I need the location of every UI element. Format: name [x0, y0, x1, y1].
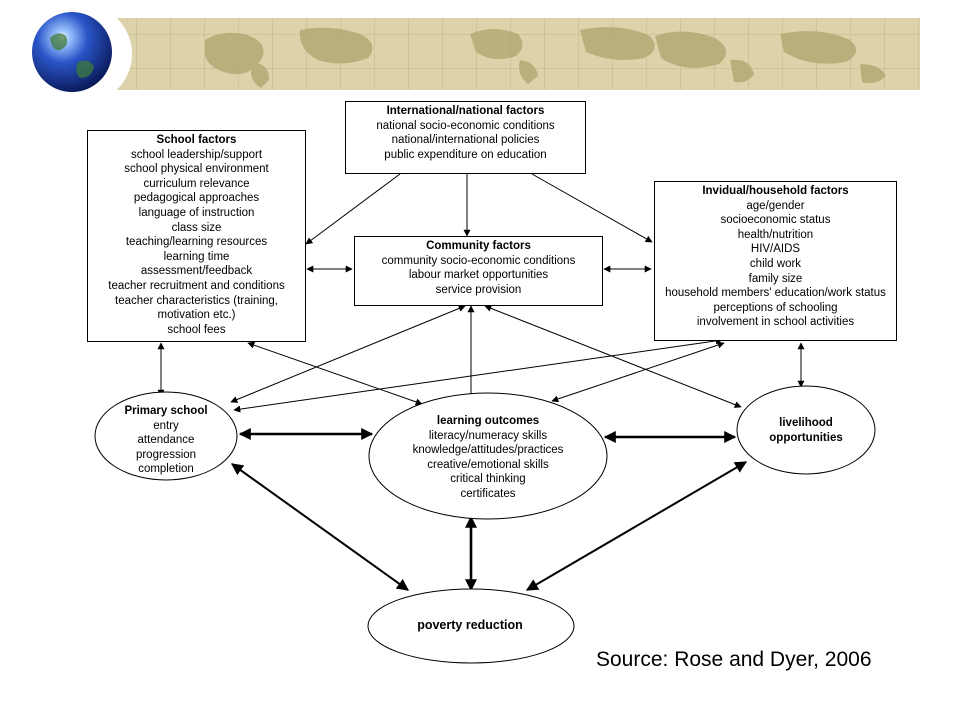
individual-factor-line: age/gender: [746, 199, 805, 212]
school-factor-line: learning time: [163, 250, 230, 263]
individual-factor-line: household members' education/work status: [665, 287, 886, 300]
primary-school-line: completion: [138, 463, 194, 476]
arrow-livelihood-poverty: [525, 461, 748, 591]
international-line: public expenditure on education: [384, 148, 547, 161]
school-factor-line: school leadership/support: [130, 148, 263, 161]
school-factor-line: teacher characteristics (training,: [115, 294, 278, 307]
international-line: national/international policies: [391, 134, 540, 147]
individual-factor-line: HIV/AIDS: [750, 243, 801, 256]
school-factor-line: class size: [171, 221, 222, 234]
community-factor-line: community socio-economic conditions: [381, 254, 576, 267]
community-factor-line: labour market opportunities: [408, 269, 549, 282]
individual-factor-line: socioeconomic status: [720, 214, 831, 227]
international-factors-title: International/national factors: [386, 105, 545, 117]
primary-school-label: Primary school entry attendance progress…: [96, 404, 236, 477]
header-banner: [32, 4, 920, 104]
livelihood-ellipse: [736, 385, 876, 475]
school-factor-line: teaching/learning resources: [125, 236, 268, 249]
school-factor-line: motivation etc.): [157, 309, 236, 322]
world-map-motif: [205, 27, 886, 88]
learning-outcomes-ellipse: [368, 392, 608, 520]
international-line: national socio-economic conditions: [376, 119, 555, 132]
learning-outcomes-title: learning outcomes: [436, 415, 540, 427]
learning-outcomes-label: learning outcomes literacy/numeracy skil…: [370, 414, 606, 502]
primary-school-line: attendance: [137, 434, 195, 447]
individual-factor-line: child work: [749, 257, 802, 270]
learning-outcomes-line: creative/emotional skills: [427, 458, 549, 471]
school-factors-title: School factors: [156, 134, 237, 146]
livelihood-title-line: livelihood: [779, 417, 833, 429]
arrow-international-to-individual: [531, 173, 653, 243]
learning-outcomes-line: critical thinking: [450, 473, 526, 486]
individual-factor-line: perceptions of schooling: [713, 301, 838, 314]
school-factor-line: language of instruction: [138, 206, 255, 219]
community-factors-title: Community factors: [426, 240, 531, 252]
livelihood-title-line: opportunities: [769, 431, 843, 444]
source-citation: Source: Rose and Dyer, 2006: [596, 648, 872, 671]
arrow-international-to-school: [305, 173, 401, 245]
school-factor-line: school fees: [167, 323, 226, 336]
school-factor-line: pedagogical approaches: [133, 192, 260, 205]
school-factor-line: teacher recruitment and conditions: [108, 279, 285, 292]
primary-school-line: entry: [153, 419, 179, 432]
school-factor-line: school physical environment: [124, 163, 269, 176]
primary-school-title: Primary school: [124, 405, 208, 417]
learning-outcomes-line: knowledge/attitudes/practices: [412, 444, 564, 457]
international-factors-box: International/national factors national …: [345, 101, 586, 174]
poverty-reduction-label: poverty reduction: [370, 618, 570, 633]
individual-factor-line: family size: [748, 272, 803, 285]
school-factor-line: assessment/feedback: [140, 265, 253, 278]
individual-factor-line: health/nutrition: [737, 228, 814, 241]
arrow-individual-learning: [551, 341, 725, 403]
poverty-reduction-title: poverty reduction: [417, 618, 523, 632]
learning-outcomes-line: literacy/numeracy skills: [428, 429, 548, 442]
individual-factor-line: involvement in school activities: [696, 316, 855, 329]
school-factor-line: curriculum relevance: [143, 177, 250, 190]
diagram-connectors: [157, 173, 805, 592]
arrow-primary-poverty: [231, 463, 409, 591]
primary-school-line: progression: [135, 448, 197, 461]
primary-school-ellipse: [94, 391, 238, 481]
diagram-ellipses: [94, 385, 876, 664]
arrow-school-learning: [247, 341, 423, 406]
globe-icon: [32, 12, 112, 92]
school-factors-box: School factors school leadership/support…: [87, 130, 306, 342]
individual-factors-title: Invidual/household factors: [702, 185, 849, 197]
livelihood-label: livelihood opportunities: [740, 416, 872, 445]
community-factors-box: Community factors community socio-econom…: [354, 236, 603, 306]
learning-outcomes-line: certificates: [460, 487, 516, 500]
community-factor-line: service provision: [435, 283, 522, 296]
individual-factors-box: Invidual/household factors age/gender so…: [654, 181, 897, 341]
poverty-reduction-ellipse: [367, 588, 575, 664]
